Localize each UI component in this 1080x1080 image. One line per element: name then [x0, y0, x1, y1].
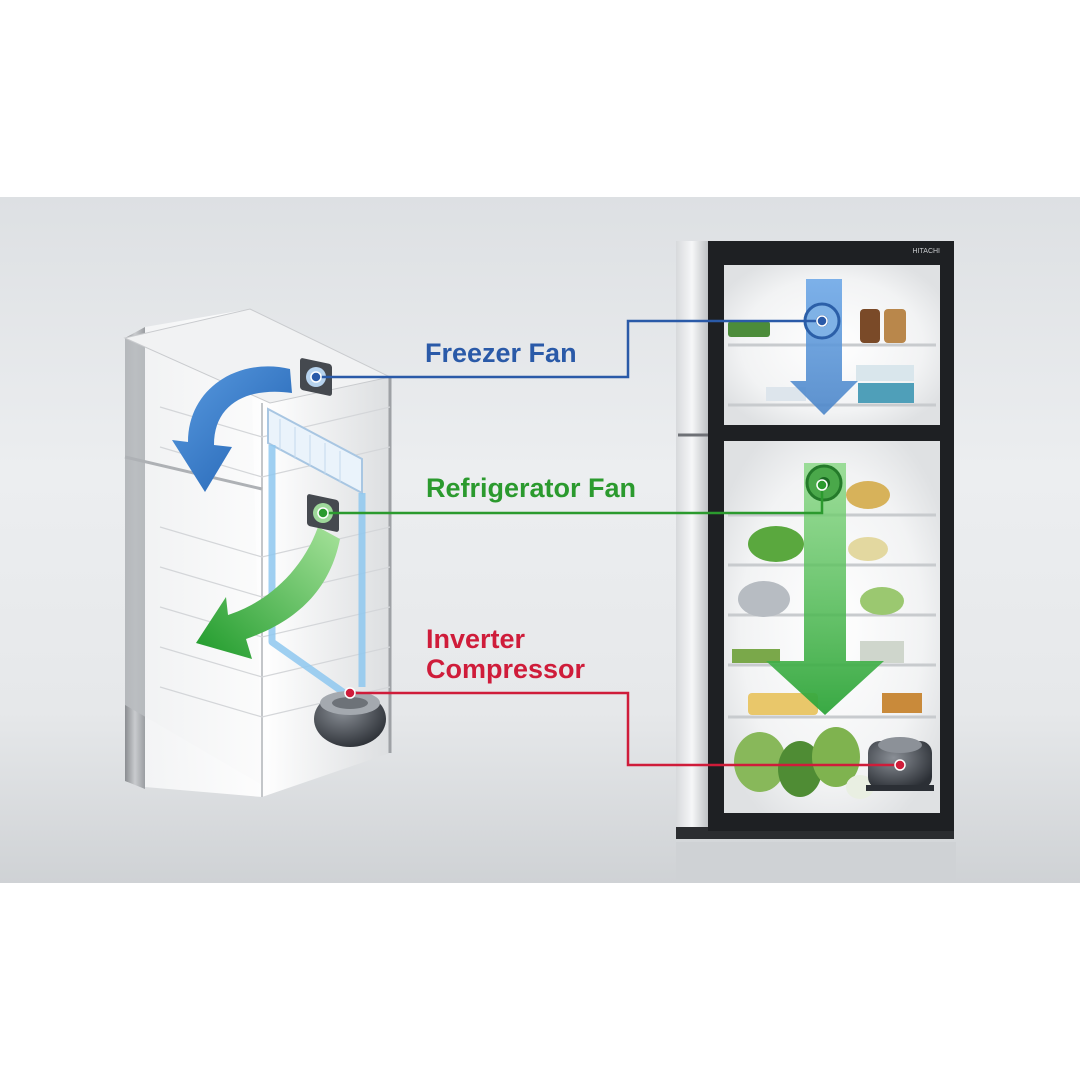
refrigerator-fan-callout-line — [323, 485, 824, 515]
freezer-fan-callout-line — [316, 319, 822, 379]
refrigerator-fan-label: Refrigerator Fan — [426, 473, 637, 503]
airflow-diagram: HITACHI — [123, 241, 956, 883]
freezer-fan-label: Freezer Fan — [425, 338, 577, 368]
compressor-icon — [314, 691, 386, 747]
brand-logo: HITACHI — [913, 248, 941, 255]
callout-lines — [316, 319, 900, 767]
refrigerator-photo: HITACHI — [676, 241, 956, 883]
cutaway-fridge — [123, 308, 392, 797]
refrigerator-airflow-arrow — [196, 527, 340, 659]
food-items — [728, 309, 922, 799]
evaporator-coil — [267, 407, 363, 495]
freezer-airflow-arrow — [172, 366, 292, 492]
refrigerator-airflow-arrow — [766, 463, 884, 715]
inverter-compressor-label: Inverter Compressor — [426, 624, 585, 684]
callout-dots — [310, 315, 906, 771]
compressor-callout-line — [350, 691, 900, 767]
inverter-compressor-label-line2: Compressor — [426, 654, 586, 684]
inverter-compressor-label-line1: Inverter — [426, 624, 526, 654]
diagram-panel: HITACHI Freezer Fan Refrigerator Fan Inv… — [0, 197, 1080, 883]
